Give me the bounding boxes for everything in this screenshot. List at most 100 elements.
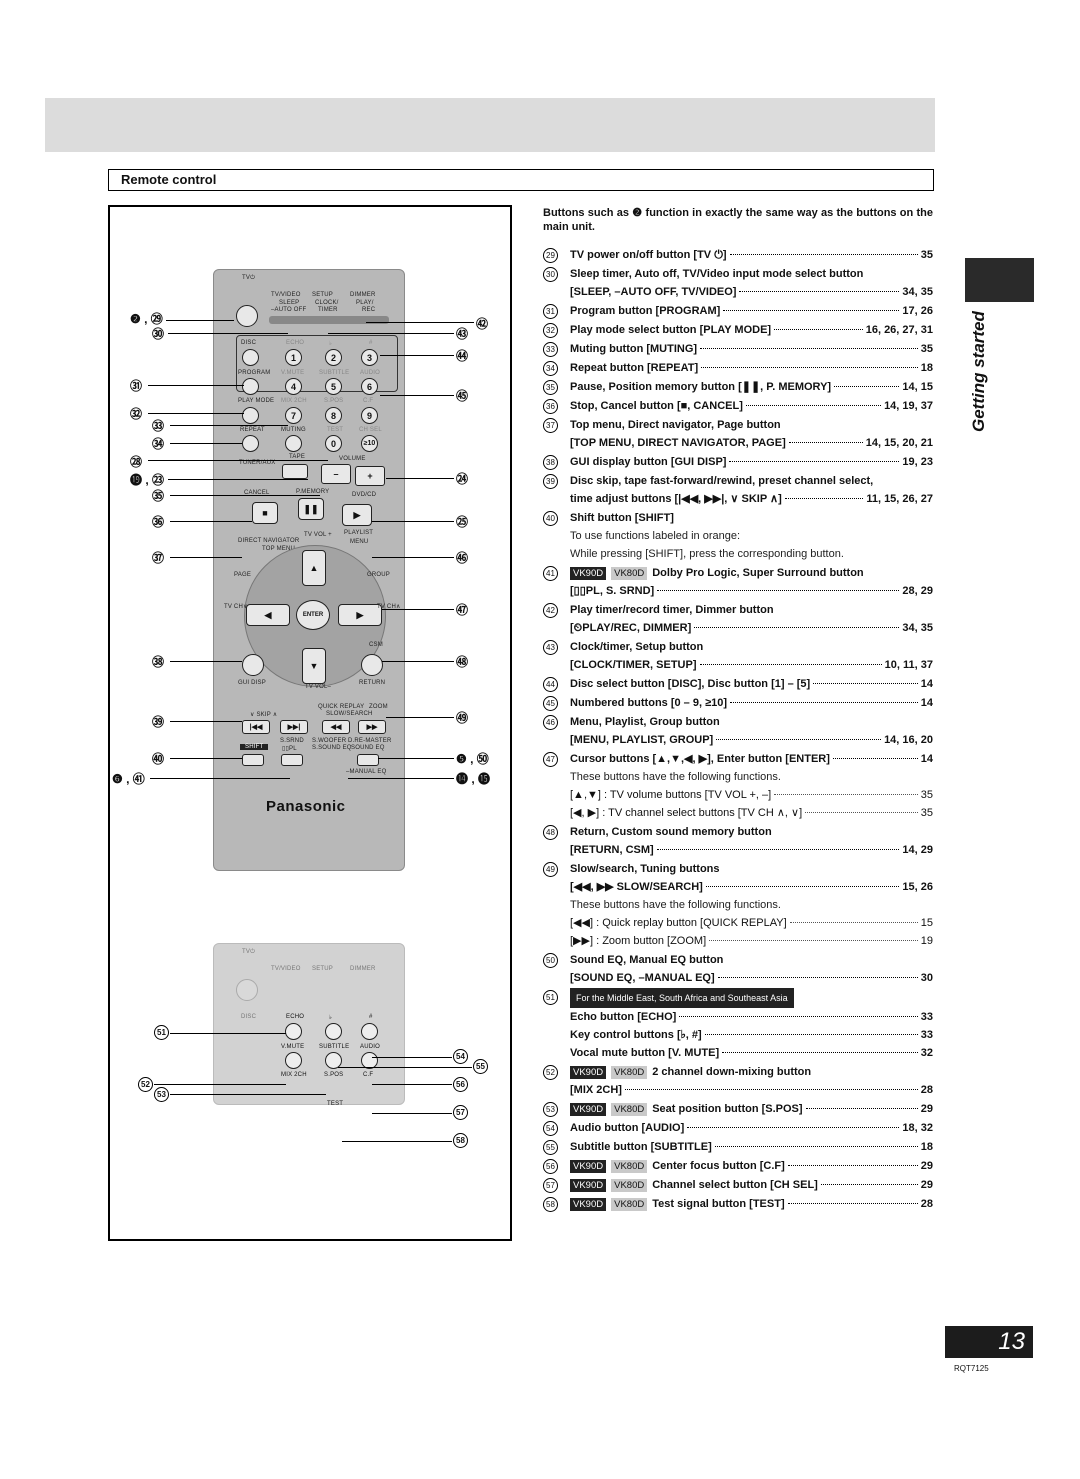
entry-number: 56 <box>543 1159 558 1174</box>
sound-eq-button[interactable] <box>357 754 379 766</box>
cursor-up-button[interactable]: ▲ <box>302 550 326 586</box>
entry-subline-text: [◀◀] : Quick replay button [QUICK REPLAY… <box>570 917 787 929</box>
return-button[interactable] <box>361 654 383 676</box>
model-badge: VK80D <box>611 567 648 580</box>
number-7-button[interactable]: 7 <box>285 407 302 424</box>
number-1-button[interactable]: 1 <box>285 349 302 366</box>
number-3-button[interactable]: 3 <box>361 349 378 366</box>
callout-51: 51 <box>154 1025 169 1041</box>
playlist-label: PLAYLIST <box>344 530 374 536</box>
entry-line-text: [SLEEP, –AUTO OFF, TV/VIDEO] <box>570 286 737 298</box>
dvdcd-label: DVD/CD <box>352 492 377 498</box>
leader-line <box>338 1067 472 1068</box>
dremaster-label: D.RE-MASTER <box>348 738 392 744</box>
dot-leader <box>774 329 863 330</box>
page-ref: 18 <box>920 362 933 374</box>
entry-line-text: Channel select button [CH SEL] <box>652 1179 818 1191</box>
entry-line: TV power on/off button [TV ⏻]35 <box>543 246 933 264</box>
callout-52-number: 52 <box>138 1077 153 1093</box>
entry-line-text: Stop, Cancel button [■, CANCEL] <box>570 400 743 412</box>
intro-text: Buttons such as ❷ function in exactly th… <box>543 207 933 233</box>
setup-label: SETUP <box>312 292 334 298</box>
page-ref: 29 <box>920 1103 933 1115</box>
leader-line <box>372 1084 452 1085</box>
dolby-pl-button[interactable] <box>281 754 303 766</box>
muting-label: MUTING <box>281 427 306 433</box>
number-8-button[interactable]: 8 <box>325 407 342 424</box>
cursor-left-button[interactable]: ◀ <box>246 604 290 626</box>
enter-button[interactable]: ENTER <box>296 600 330 630</box>
region-badge: For the Middle East, South Africa and So… <box>570 988 794 1008</box>
dot-leader <box>657 590 900 591</box>
entry-note: While pressing [SHIFT], press the corres… <box>570 548 844 560</box>
number-5-button[interactable]: 5 <box>325 378 342 395</box>
volume-down-button[interactable]: – <box>321 464 351 484</box>
repeat-button[interactable] <box>242 435 259 452</box>
entry-number: 57 <box>543 1178 558 1193</box>
pause-button[interactable]: ❚❚ <box>298 498 324 520</box>
cursor-down-button[interactable]: ▼ <box>302 648 326 684</box>
leader-line <box>382 609 454 610</box>
tv-power-button-detail <box>236 979 258 1001</box>
page-ref: 19 <box>920 935 933 947</box>
skip-back-button[interactable]: |◀◀ <box>242 720 270 734</box>
page-ref: 16, 26, 27, 31 <box>865 324 933 336</box>
skip-forward-button[interactable]: ▶▶| <box>280 720 308 734</box>
page-ref: 14, 16, 20 <box>884 734 933 746</box>
muting-button[interactable] <box>285 435 302 452</box>
page-ref: 35 <box>920 249 933 261</box>
leader-line <box>168 479 308 480</box>
volume-label: VOLUME <box>339 456 366 462</box>
gui-disp-label: GUI DISP <box>238 680 266 686</box>
entry-subline-text: [▶▶] : Zoom button [ZOOM] <box>570 935 707 947</box>
stop-button[interactable]: ■ <box>252 502 278 524</box>
volume-up-button[interactable]: + <box>355 466 385 486</box>
leader-line <box>166 320 234 321</box>
skip-label: ∨ SKIP ∧ <box>250 712 278 718</box>
program-label: PROGRAM <box>238 370 271 376</box>
page-ref: 14, 29 <box>902 844 933 856</box>
entry-line-text: GUI display button [GUI DISP] <box>570 456 727 468</box>
spos-label: S.POS <box>324 398 344 404</box>
number-6-button[interactable]: 6 <box>361 378 378 395</box>
model-badge: VK90D <box>570 1179 607 1192</box>
number-9-button[interactable]: 9 <box>361 407 378 424</box>
number-4-button[interactable]: 4 <box>285 378 302 395</box>
cursor-right-button[interactable]: ▶ <box>338 604 382 626</box>
leader-line <box>170 1094 326 1095</box>
entry-heading-text: Return, Custom sound memory button <box>570 826 772 838</box>
dot-leader <box>722 1052 918 1053</box>
shift-button[interactable] <box>242 754 264 766</box>
manualeq-label: –MANUAL EQ <box>346 769 387 775</box>
disc-button[interactable] <box>242 349 259 366</box>
play-mode-button[interactable] <box>242 407 259 424</box>
fast-forward-button[interactable]: ▶▶ <box>358 720 386 734</box>
entry-heading-text: Play timer/record timer, Dimmer button <box>570 604 774 616</box>
tuner-aux-button[interactable] <box>282 464 308 479</box>
number-2-button[interactable]: 2 <box>325 349 342 366</box>
entry-heading-text: Sleep timer, Auto off, TV/Video input mo… <box>570 268 864 280</box>
number-0-button[interactable]: 0 <box>325 435 342 452</box>
rewind-button[interactable]: ◀◀ <box>322 720 350 734</box>
entry-heading: Play timer/record timer, Dimmer button <box>543 601 933 619</box>
page-ref: 30 <box>920 972 933 984</box>
leader-line <box>170 721 242 722</box>
entry-line: [SOUND EQ, –MANUAL EQ]30 <box>543 969 933 987</box>
dot-leader <box>834 386 900 387</box>
entry-line: [▯▯PL, S. SRND]28, 29 <box>543 582 933 600</box>
gui-disp-button[interactable] <box>242 654 264 676</box>
model-badge: VK90D <box>570 1103 607 1116</box>
play-button[interactable]: ▶ <box>342 504 372 526</box>
entry-heading: Slow/search, Tuning buttons <box>543 860 933 878</box>
callout-44: ㊹ <box>456 349 469 363</box>
tv-power-button[interactable] <box>236 305 258 327</box>
program-button[interactable] <box>242 378 259 395</box>
number-10-button[interactable]: ≥10 <box>361 435 378 452</box>
ssoundeq-label: S.SOUND EQ <box>312 745 352 751</box>
section-title: Remote control <box>108 169 934 191</box>
